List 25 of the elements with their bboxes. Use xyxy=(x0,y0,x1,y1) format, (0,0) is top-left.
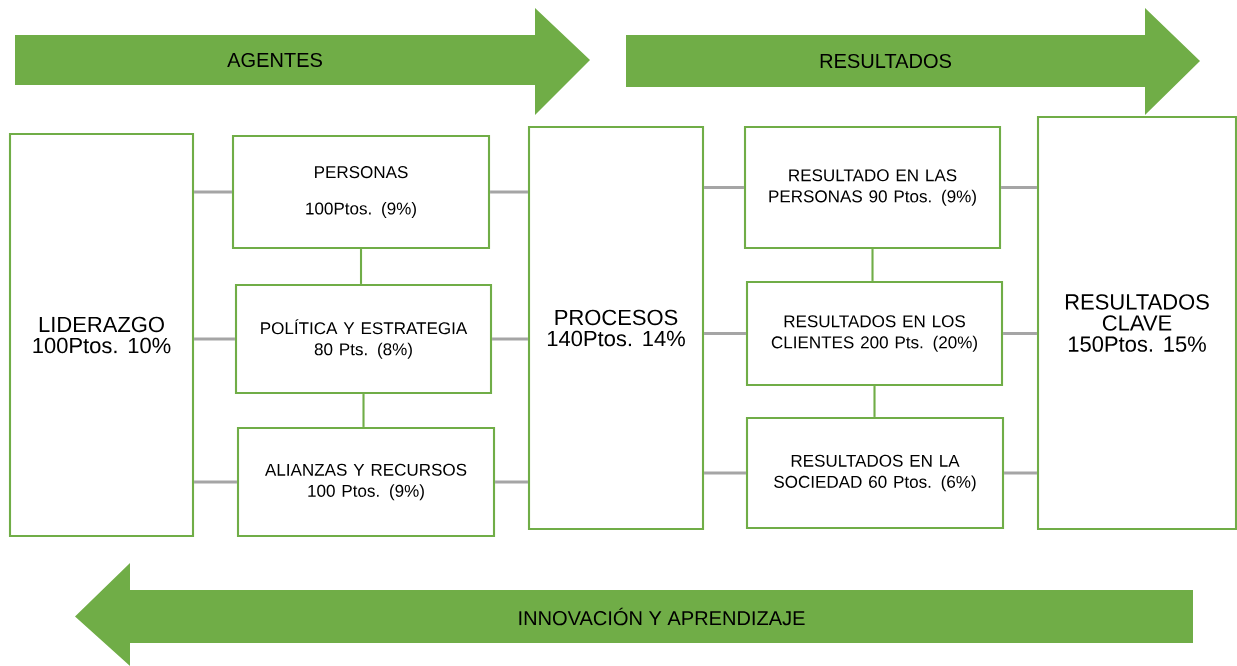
connector-line xyxy=(194,337,235,341)
criterion-box: POLÍTICA Y ESTRATEGIA 80 Pts. (8%) xyxy=(234,283,493,395)
connector-line xyxy=(194,190,232,194)
connector-line xyxy=(194,480,237,484)
criterion-box: RESULTADOS CLAVE 150Ptos. 15% xyxy=(1036,115,1237,531)
connector-line xyxy=(490,190,528,194)
criterion-box: PROCESOS 140Ptos. 14% xyxy=(527,125,705,531)
connector-line xyxy=(492,337,528,341)
connector-line xyxy=(1001,186,1037,189)
connector-line xyxy=(359,249,363,284)
criterion-box: LIDERAZGO 100Ptos. 10% xyxy=(8,132,195,538)
connector-line xyxy=(871,249,874,281)
criterion-box: PERSONAS 100Ptos. (9%) xyxy=(231,134,491,250)
criterion-box: ALIANZAS Y RECURSOS 100 Ptos. (9%) xyxy=(236,426,496,538)
criterion-box: RESULTADO EN LAS PERSONAS 90 Ptos. (9%) xyxy=(743,125,1002,250)
connector-line xyxy=(1004,471,1037,475)
connector-line xyxy=(704,471,746,475)
connector-line xyxy=(495,480,528,484)
connector-line xyxy=(704,332,746,335)
connector-line xyxy=(873,386,876,417)
connector-line xyxy=(362,394,365,427)
criterion-box: RESULTADOS EN LOS CLIENTES 200 Pts. (20%) xyxy=(745,280,1004,387)
criterion-box: RESULTADOS EN LA SOCIEDAD 60 Ptos. (6%) xyxy=(745,416,1005,530)
connector-line xyxy=(1003,332,1037,335)
connector-line xyxy=(704,186,744,189)
